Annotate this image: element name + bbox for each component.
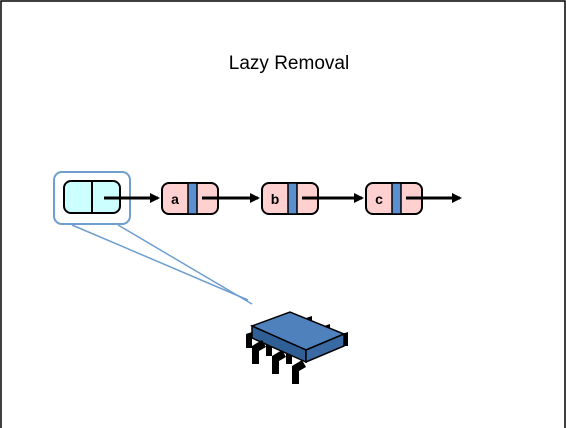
mark-bit xyxy=(287,182,298,215)
node-label: c xyxy=(375,191,383,207)
thread-icon xyxy=(246,311,348,384)
node-label: a xyxy=(171,191,179,207)
slide-title: Lazy Removal xyxy=(229,53,349,74)
mark-bit xyxy=(187,182,198,215)
head-node xyxy=(53,171,131,225)
list-node-b: b xyxy=(261,182,319,215)
mark-bit xyxy=(391,182,402,215)
callout-pointer xyxy=(71,224,253,305)
node-label: b xyxy=(271,191,280,207)
